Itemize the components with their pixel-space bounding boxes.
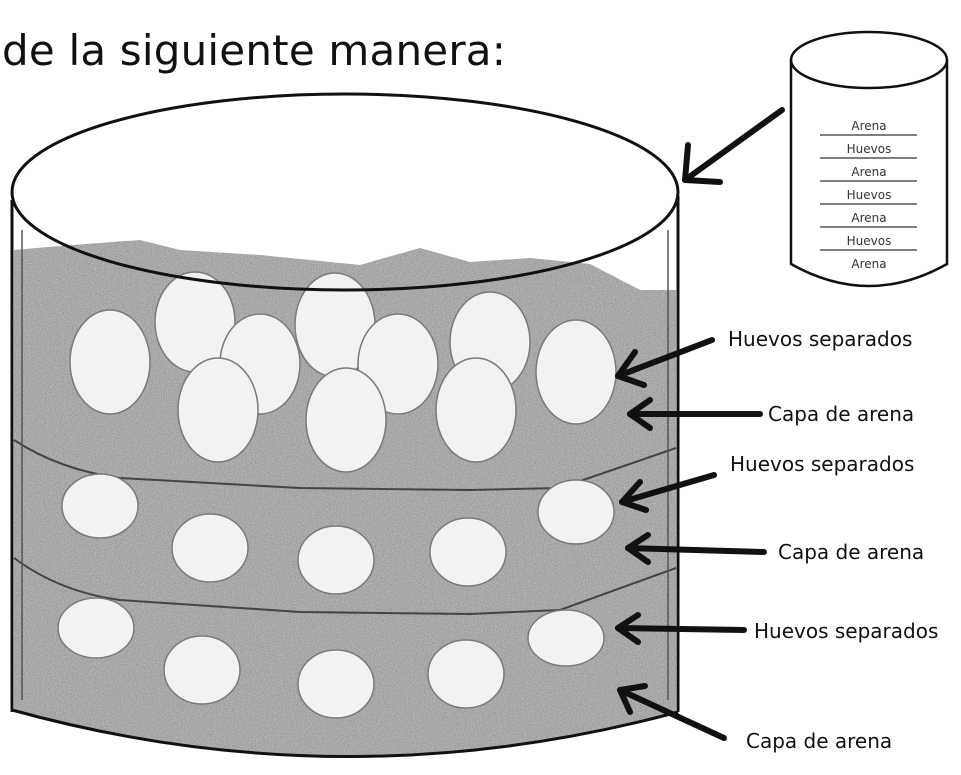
egg-layer-top	[69, 271, 617, 473]
egg	[429, 517, 507, 587]
arrow-huevos-3	[615, 612, 747, 645]
layer-lines	[13, 439, 677, 616]
egg	[177, 357, 259, 463]
mini-layer-label: Arena	[851, 119, 886, 133]
egg	[171, 513, 249, 583]
egg	[435, 357, 517, 463]
callout-label: Capa de arena	[768, 402, 914, 426]
egg	[305, 367, 387, 473]
callout-label: Huevos separados	[730, 452, 914, 476]
reference-jar: Arena Huevos Arena Huevos Arena Huevos A…	[789, 30, 949, 288]
heading-text: de la siguiente manera:	[2, 26, 507, 75]
arrow-arena-2	[625, 532, 767, 565]
egg	[297, 649, 375, 719]
callout-label: Capa de arena	[746, 729, 892, 753]
arrows	[615, 107, 785, 741]
arrow-arena-1	[627, 397, 763, 431]
arrow-huevos-1	[615, 337, 715, 388]
egg-layer-middle	[61, 473, 615, 595]
mini-layer-label: Arena	[851, 257, 886, 271]
egg	[297, 525, 375, 595]
mini-layer-label: Arena	[851, 165, 886, 179]
arrow-huevos-2	[619, 472, 717, 513]
arrow-arena-3	[617, 683, 727, 741]
egg	[537, 479, 615, 545]
egg	[535, 319, 617, 425]
callout-label: Huevos separados	[754, 619, 938, 643]
mini-layer-label: Huevos	[847, 188, 892, 202]
callout-label: Capa de arena	[778, 540, 924, 564]
egg	[69, 309, 151, 415]
egg-layer-bottom	[57, 597, 605, 719]
container-outline	[10, 92, 680, 758]
egg	[527, 609, 605, 667]
egg	[427, 639, 505, 709]
arrow-jar-to-container	[682, 107, 785, 185]
egg	[163, 635, 241, 705]
callout-label: Huevos separados	[728, 327, 912, 351]
mini-layer-label: Huevos	[847, 142, 892, 156]
egg	[57, 597, 135, 659]
mini-layer-label: Arena	[851, 211, 886, 225]
mini-layer-label: Huevos	[847, 234, 892, 248]
egg	[61, 473, 139, 539]
